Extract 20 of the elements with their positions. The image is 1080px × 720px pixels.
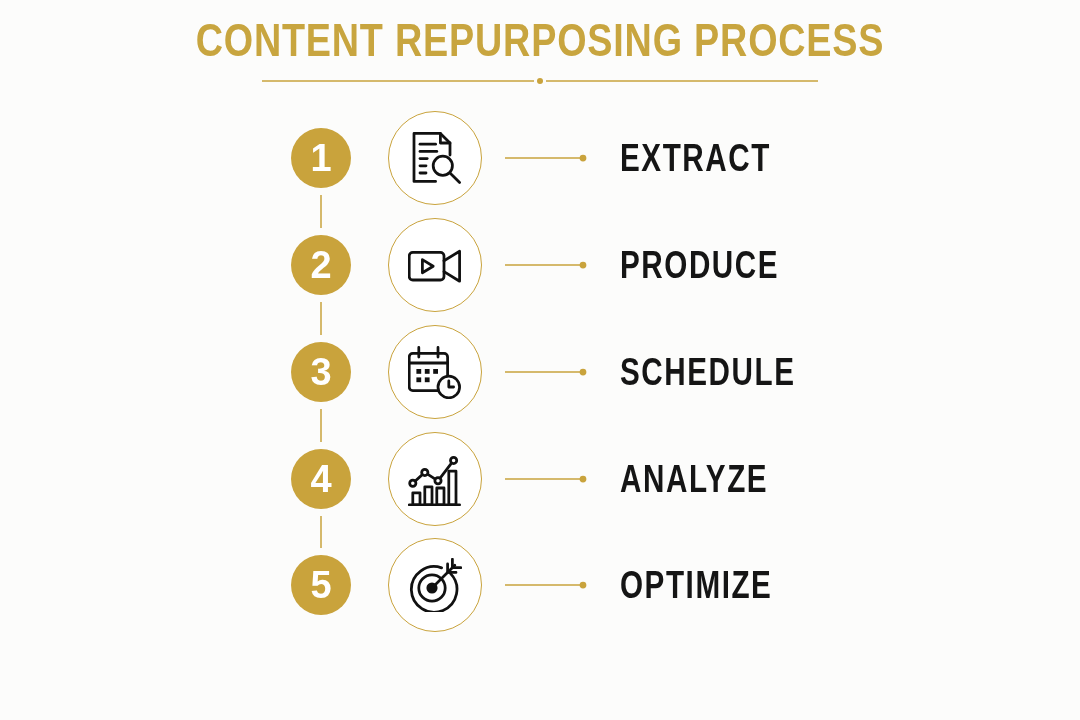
step-label: OPTIMIZE xyxy=(620,566,773,604)
step-label: SCHEDULE xyxy=(620,353,796,391)
step-label: EXTRACT xyxy=(620,139,771,177)
connector-line xyxy=(504,368,587,376)
step-number-badge: 4 xyxy=(291,449,351,509)
connector-line xyxy=(504,581,587,589)
connector-line xyxy=(504,475,587,483)
step-label: PRODUCE xyxy=(620,246,780,284)
step-number-badge: 2 xyxy=(291,235,351,295)
connector-line xyxy=(320,194,322,229)
step-label: ANALYZE xyxy=(620,460,769,498)
step-number-badge: 5 xyxy=(291,555,351,615)
step-number-badge: 3 xyxy=(291,342,351,402)
connector-line xyxy=(504,154,587,162)
connector-line xyxy=(504,261,587,269)
step-number-badge: 1 xyxy=(291,128,351,188)
connector-line xyxy=(320,408,322,443)
title: CONTENT REPURPOSING PROCESS xyxy=(195,17,885,63)
connector-line xyxy=(320,301,322,336)
connector-line xyxy=(320,515,322,549)
